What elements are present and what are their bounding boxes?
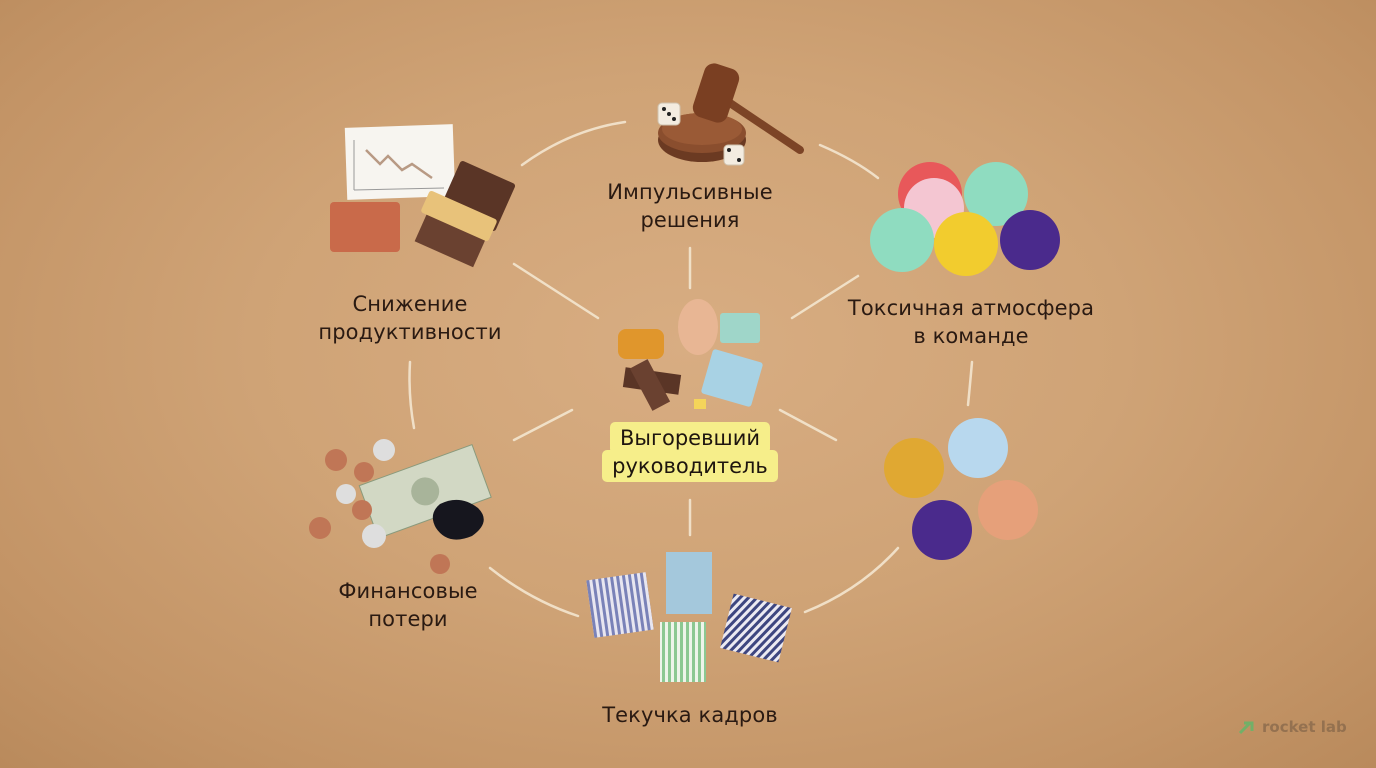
- center-node-burned-out-manager: Выгоревший руководитель: [596, 424, 784, 480]
- rocket-lab-logo: rocket lab: [1238, 718, 1347, 736]
- node-label-line1: Токсичная атмосфера: [847, 296, 1095, 320]
- node-staff-turnover: Текучка кадров: [578, 701, 802, 729]
- logo-text: rocket lab: [1262, 718, 1347, 736]
- snacks-and-notes-icon: [618, 299, 763, 411]
- rocket-arrow-icon: [1238, 721, 1254, 735]
- node-label-line1: Импульсивные: [607, 180, 773, 204]
- cupcake-liners-icon: [870, 162, 1060, 276]
- center-label-line2: руководитель: [604, 452, 776, 480]
- node-label-line2: решения: [640, 208, 740, 232]
- node-toxic-atmosphere: Токсичная атмосфера в команде: [826, 294, 1116, 350]
- node-impulsive-decisions: Импульсивные решения: [578, 178, 802, 234]
- node-label-line2: потери: [368, 607, 448, 631]
- striped-blocks-icon: [586, 552, 792, 682]
- node-label-line1: Текучка кадров: [602, 703, 778, 727]
- node-productivity-decline: Снижение продуктивности: [296, 290, 524, 346]
- money-and-ink-spill-icon: [309, 439, 492, 574]
- declining-chart-and-sweets-icon: [330, 124, 516, 268]
- node-label-line2: в команде: [913, 324, 1029, 348]
- node-financial-losses: Финансовые потери: [306, 577, 510, 633]
- gavel-and-dice-icon: [657, 63, 804, 166]
- node-label-line2: продуктивности: [318, 320, 502, 344]
- scattered-cupcake-liners-icon: [884, 418, 1038, 560]
- node-label-line1: Финансовые: [338, 579, 478, 603]
- node-label-line1: Снижение: [352, 292, 468, 316]
- center-label-line1: Выгоревший: [611, 424, 768, 452]
